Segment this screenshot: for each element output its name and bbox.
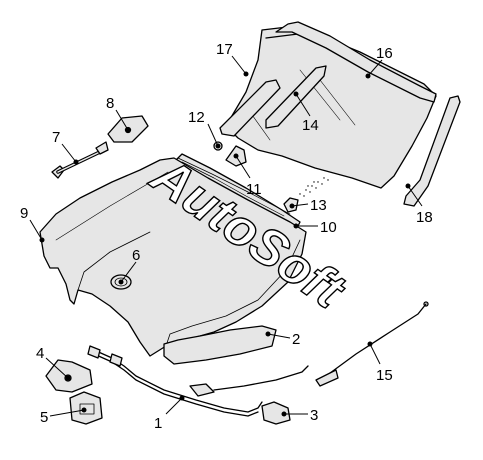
callout-13: 13	[310, 197, 327, 214]
callout-3: 3	[310, 407, 318, 424]
bonnet-hood	[39, 157, 307, 357]
callout-1: 1	[154, 415, 162, 432]
leader-lines	[29, 55, 423, 417]
right-side-moulding	[403, 95, 461, 207]
callout-12: 12	[188, 109, 205, 126]
callout-5: 5	[40, 409, 48, 426]
callout-7: 7	[52, 129, 60, 146]
callout-10: 10	[320, 219, 337, 236]
callout-2: 2	[292, 331, 300, 348]
hood-stay-rod	[315, 301, 429, 387]
left-pillar-trim	[219, 79, 281, 137]
mirror-mount-plate	[265, 65, 327, 129]
callout-11: 11	[246, 181, 262, 198]
callout-15: 15	[376, 367, 393, 384]
callout-14: 14	[302, 117, 319, 134]
callout-18: 18	[416, 209, 433, 226]
hood-latch	[69, 391, 103, 425]
release-handle	[261, 401, 291, 425]
callout-4: 4	[36, 345, 44, 362]
callout-labels: 1 2 3 4 5 6 7 8 9 10 11 12 13 14 15 16 1…	[20, 41, 433, 432]
hood-insulation	[163, 325, 277, 365]
gas-strut	[51, 141, 109, 179]
callout-8: 8	[106, 95, 114, 112]
release-cable	[87, 345, 309, 417]
callout-17: 17	[216, 41, 233, 58]
callout-9: 9	[20, 205, 28, 222]
windshield-upper-moulding	[275, 21, 437, 103]
callout-6: 6	[132, 247, 140, 264]
callout-16: 16	[376, 45, 393, 62]
